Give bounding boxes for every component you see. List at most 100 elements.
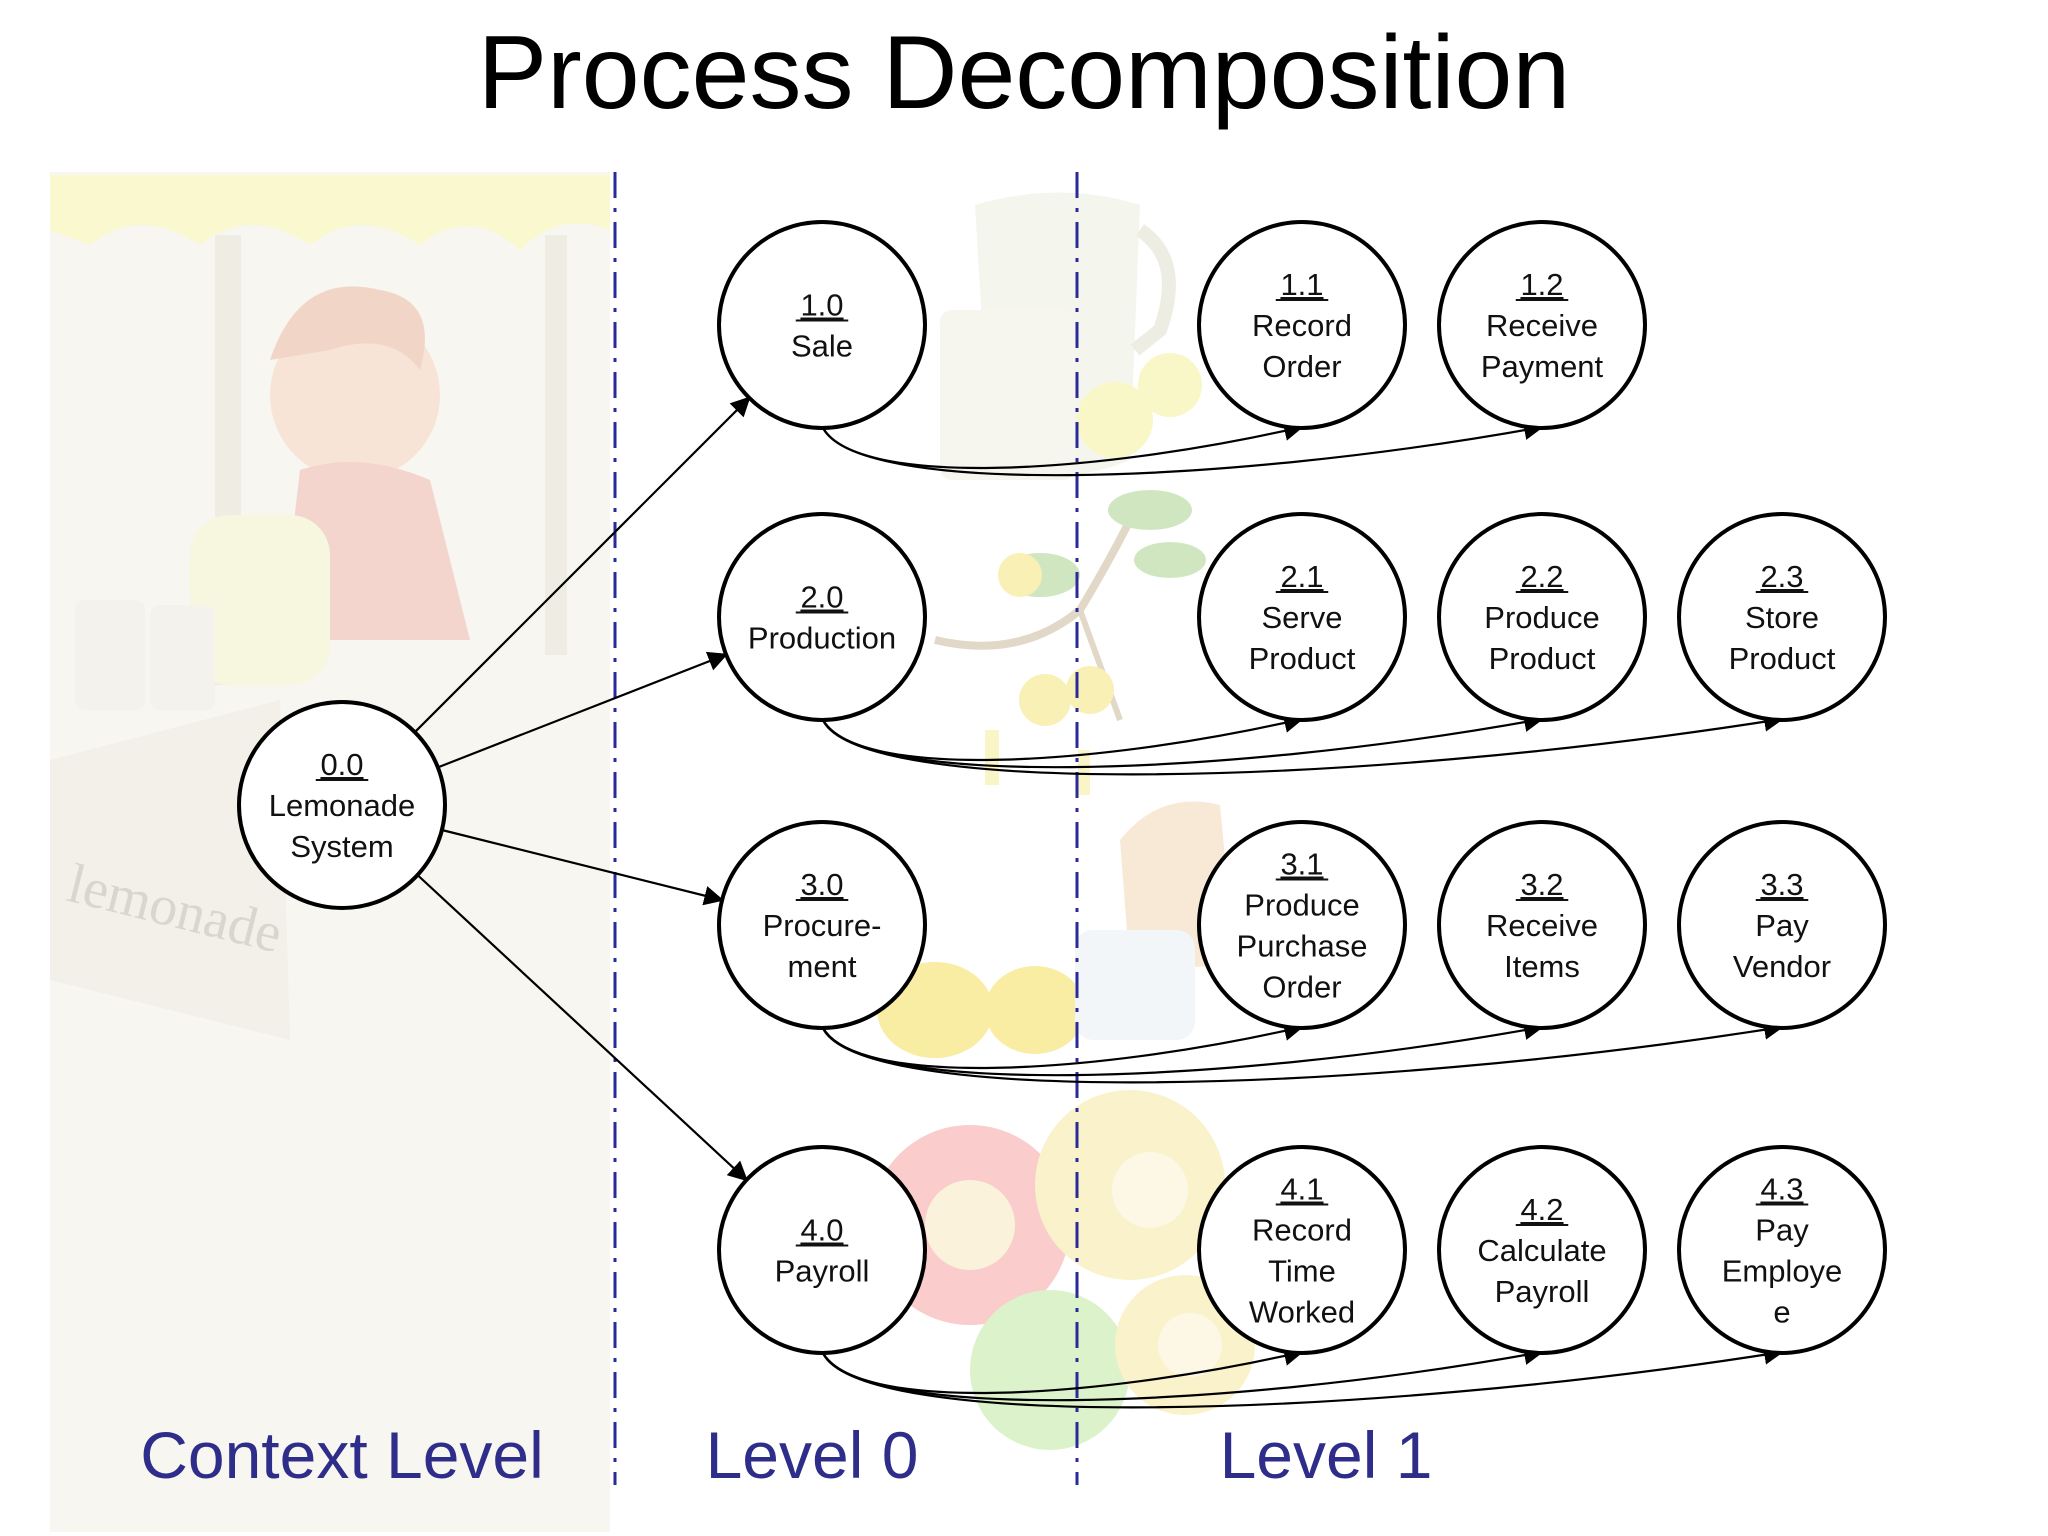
edge-0-0-to-3-0 xyxy=(441,828,725,906)
process-node-id: 1.1 xyxy=(1280,267,1323,302)
process-node-label-line: Sale xyxy=(791,329,853,364)
level1-label: Level 1 xyxy=(1220,1418,1433,1492)
lemonade-stand-icon: lemonade xyxy=(50,172,610,1532)
process-node-label-line: Store xyxy=(1745,600,1819,635)
process-node-circle xyxy=(1677,820,1887,1030)
process-node-label-line: System xyxy=(290,829,393,864)
pitcher-icon xyxy=(940,192,1202,480)
edge-3-0-to-3-3 xyxy=(820,1020,1784,1084)
process-node-id: 1.0 xyxy=(800,288,843,323)
process-node-label-line: Payroll xyxy=(775,1254,870,1289)
process-node-label-line: Receive xyxy=(1486,308,1598,343)
process-node-circle xyxy=(717,512,927,722)
process-node-label-line: Produce xyxy=(1484,600,1599,635)
edge-0-0-to-4-0 xyxy=(416,874,748,1182)
level0-label: Level 0 xyxy=(706,1418,919,1492)
process-node-id: 3.0 xyxy=(800,867,843,902)
process-node-circle xyxy=(1437,820,1647,1030)
edge-0-0-to-1-0 xyxy=(414,396,751,733)
process-node-id: 2.2 xyxy=(1520,559,1563,594)
process-node-id: 4.3 xyxy=(1760,1172,1803,1207)
process-node-circle xyxy=(1437,512,1647,722)
process-node-label-line: Vendor xyxy=(1733,949,1831,984)
process-node-label-line: Employe xyxy=(1722,1254,1843,1289)
process-node-id: 4.0 xyxy=(800,1213,843,1248)
process-node-circle xyxy=(1677,512,1887,722)
process-node-label-line: Order xyxy=(1262,349,1341,384)
edge-2-0-to-2-3 xyxy=(820,712,1784,776)
process-node-label-line: Payroll xyxy=(1495,1274,1590,1309)
process-node-circle xyxy=(1197,512,1407,722)
process-node-id: 4.2 xyxy=(1520,1192,1563,1227)
process-node-label-line: Worked xyxy=(1249,1295,1355,1330)
process-node-circle xyxy=(1437,220,1647,430)
background-illustrations: lemonade xyxy=(50,172,1255,1532)
process-node-label-line: e xyxy=(1773,1295,1790,1330)
process-node-label-line: Product xyxy=(1489,641,1596,676)
edge-1-0-to-1-2 xyxy=(820,420,1544,477)
edges-layer xyxy=(414,396,1784,1409)
process-node-id: 2.0 xyxy=(800,580,843,615)
edge-0-0-to-2-0 xyxy=(437,651,728,769)
edge-2-0-to-2-1 xyxy=(821,713,1304,762)
process-node-id: 2.3 xyxy=(1760,559,1803,594)
edge-4-0-to-4-3 xyxy=(820,1345,1784,1409)
process-node-label-line: Order xyxy=(1262,970,1341,1005)
process-node-label-line: Purchase xyxy=(1237,929,1368,964)
process-node-label-line: Time xyxy=(1268,1254,1336,1289)
process-node-id: 4.1 xyxy=(1280,1172,1323,1207)
process-node-label-line: ment xyxy=(788,949,857,984)
process-node-label-line: Lemonade xyxy=(269,788,416,823)
process-node-circle xyxy=(1197,820,1407,1030)
process-node-circle xyxy=(1677,1145,1887,1355)
process-node-label-line: Product xyxy=(1249,641,1356,676)
page-title: Process Decomposition xyxy=(478,15,1570,131)
process-node-circle xyxy=(1437,1145,1647,1355)
process-node-label-line: Record xyxy=(1252,1213,1352,1248)
process-node-label-line: Items xyxy=(1504,949,1580,984)
process-node-circle xyxy=(717,220,927,430)
lemons-icon xyxy=(877,801,1235,1058)
process-node-label-line: Procure- xyxy=(763,908,882,943)
process-node-id: 3.2 xyxy=(1520,867,1563,902)
process-node-circle xyxy=(1197,1145,1407,1355)
process-node-label-line: Calculate xyxy=(1477,1233,1606,1268)
lemon-branch-icon xyxy=(934,490,1206,795)
process-node-circle xyxy=(1197,220,1407,430)
process-node-id: 3.1 xyxy=(1280,847,1323,882)
process-node-label-line: Payment xyxy=(1481,349,1604,384)
process-node-id: 1.2 xyxy=(1520,267,1563,302)
context-level-label: Context Level xyxy=(140,1418,544,1492)
process-node-id: 2.1 xyxy=(1280,559,1323,594)
process-node-label-line: Serve xyxy=(1262,600,1343,635)
process-node-label-line: Record xyxy=(1252,308,1352,343)
process-node-label-line: Pay xyxy=(1755,1213,1809,1248)
process-node-circle xyxy=(717,820,927,1030)
process-node-id: 0.0 xyxy=(320,747,363,782)
process-node-label-line: Receive xyxy=(1486,908,1598,943)
process-node-circle xyxy=(717,1145,927,1355)
process-node-id: 3.3 xyxy=(1760,867,1803,902)
process-node-label-line: Pay xyxy=(1755,908,1809,943)
process-node-circle xyxy=(237,700,447,910)
process-node-label-line: Production xyxy=(748,621,896,656)
